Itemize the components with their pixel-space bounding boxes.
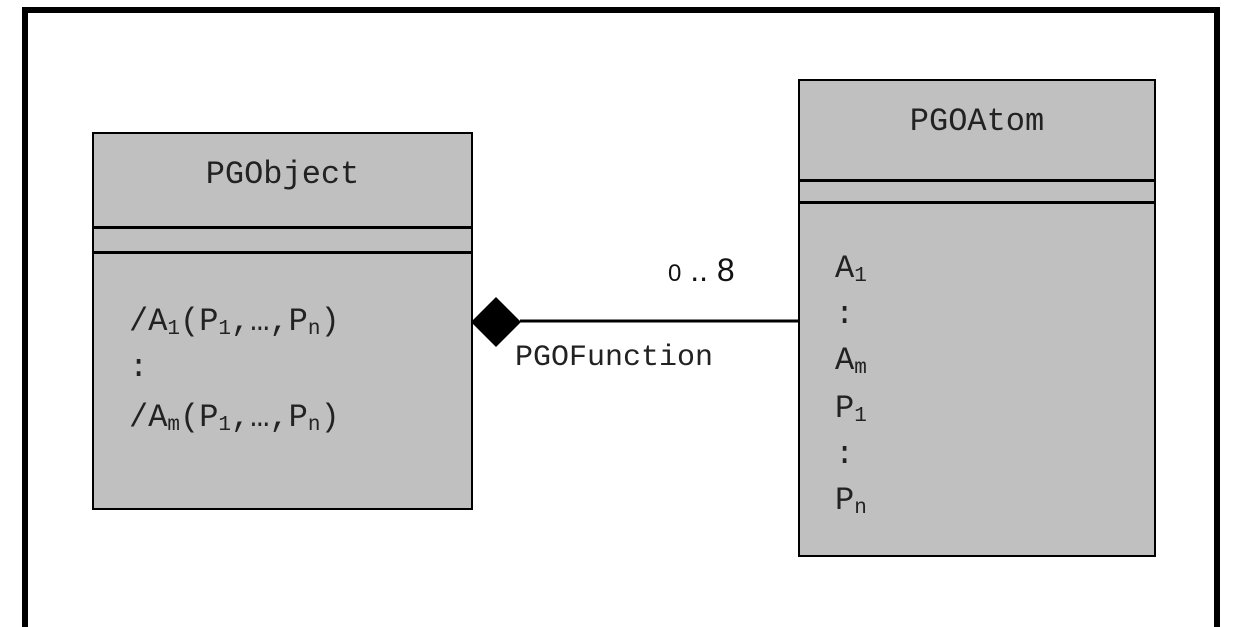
class-pgoatom-attribute: P1 [835,390,867,428]
class-pgoatom-name: PGOAtom [909,103,1045,140]
class-pgobject[interactable]: PGObject /A1(P1,…,Pn) : /Am(P1,…,Pn) [92,132,473,510]
class-pgobject-divider-1 [94,226,471,229]
class-pgoatom-attribute: Pn [835,482,867,520]
class-pgobject-attribute: /A1(P1,…,Pn) [129,303,340,341]
class-pgoatom-attribute: Am [835,342,867,380]
class-pgobject-attribute: /Am(P1,…,Pn) [129,399,340,437]
class-pgoatom-attribute: A1 [835,250,867,288]
composition-diamond-icon [471,297,521,347]
association-name: PGOFunction [515,341,714,375]
class-pgobject-name: PGObject [205,156,360,193]
class-pgobject-divider-2 [94,251,471,254]
class-pgoatom[interactable]: PGOAtom A1 : Am P1 : Pn [798,79,1156,557]
class-pgobject-ellipsis: : [129,349,149,386]
class-pgoatom-ellipsis: : [835,436,855,473]
class-pgoatom-ellipsis: : [835,296,855,333]
association-multiplicity: 0 .. 8 [668,252,735,288]
diagram-frame [22,7,1220,627]
class-pgoatom-divider-1 [800,179,1154,182]
class-pgoatom-divider-2 [800,201,1154,204]
